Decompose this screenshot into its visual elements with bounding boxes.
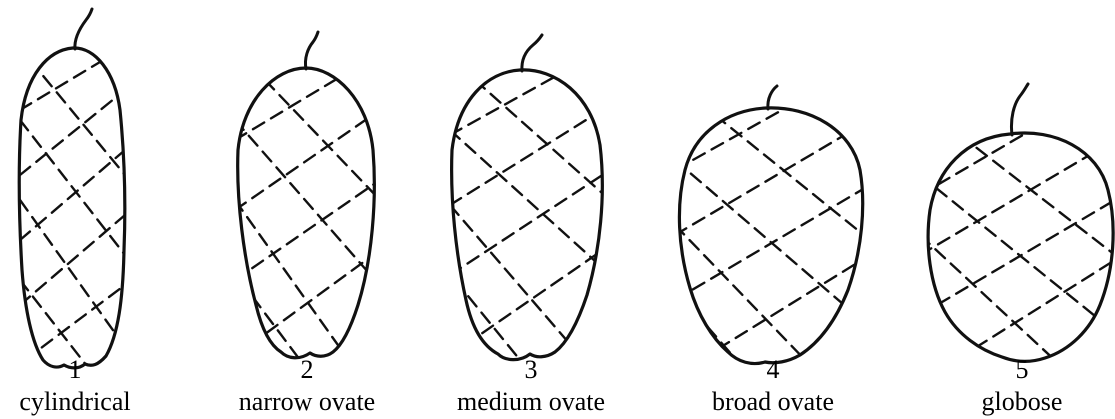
shape-name: narrow ovate <box>239 387 375 416</box>
stalk <box>75 9 92 49</box>
shape-name: cylindrical <box>19 387 130 416</box>
shape-number: 4 <box>767 355 780 384</box>
shape-number: 1 <box>69 355 82 384</box>
caption-1: 1 cylindrical <box>19 355 130 416</box>
scale-pattern <box>235 65 380 360</box>
shape-name: broad ovate <box>712 387 834 416</box>
caption-2: 2 narrow ovate <box>239 355 375 416</box>
caption-4: 4 broad ovate <box>712 355 834 416</box>
cone-2-narrow-ovate <box>235 32 380 360</box>
cone-4-broad-ovate <box>675 86 870 370</box>
cone-1-cylindrical <box>19 9 125 370</box>
scale-pattern <box>20 50 125 370</box>
cone-outline <box>19 48 125 368</box>
stalk <box>1011 84 1028 135</box>
shape-number: 2 <box>301 355 314 384</box>
shape-number: 3 <box>525 355 538 384</box>
shape-name: medium ovate <box>457 387 605 416</box>
cone-5-globose <box>920 84 1115 370</box>
caption-5: 5 globose <box>982 355 1063 416</box>
shape-name: globose <box>982 387 1063 416</box>
stalk <box>522 35 542 71</box>
cone-outline <box>238 68 375 358</box>
stalk <box>768 86 777 109</box>
scale-pattern <box>920 125 1115 370</box>
stalk <box>305 32 318 69</box>
cone-3-medium-ovate <box>450 35 610 360</box>
shape-number: 5 <box>1016 355 1029 384</box>
cone-outline <box>452 70 603 360</box>
caption-3: 3 medium ovate <box>457 355 605 416</box>
scale-pattern <box>675 100 870 370</box>
